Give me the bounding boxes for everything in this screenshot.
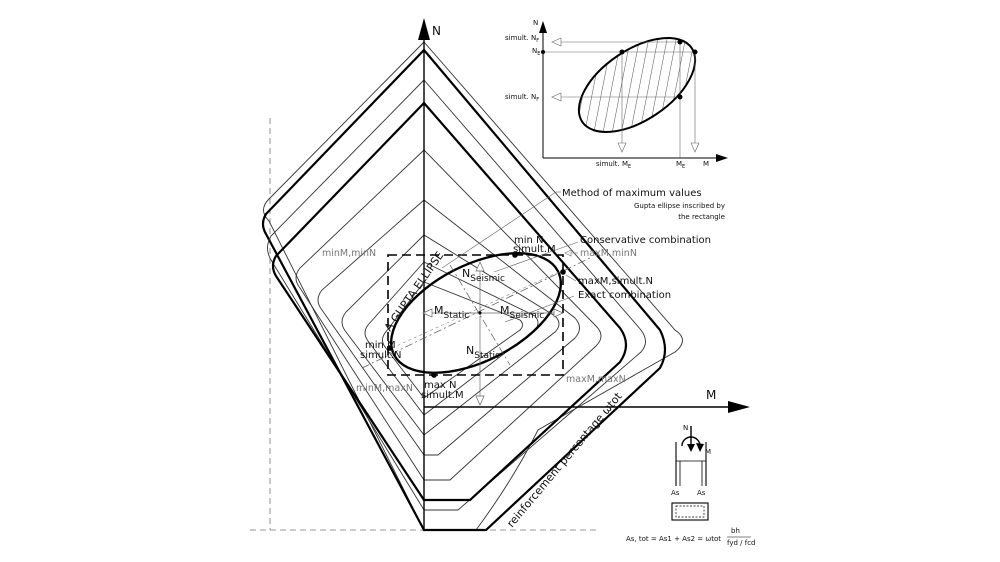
- corner-label-maxm-minn: maxM,minN: [580, 248, 637, 259]
- axial-force-arrowhead-icon: [687, 444, 695, 452]
- m-static-label: MStatic: [434, 304, 469, 321]
- min-n-simult-label: simult.M: [513, 244, 556, 255]
- section-m-label: M: [705, 448, 711, 456]
- leader-max-m: [565, 274, 577, 282]
- inset-m-arrowhead-ref: [690, 142, 700, 153]
- inset-hatched-ellipse: [577, 37, 697, 133]
- inset-nf-top-arrowhead: [551, 37, 562, 47]
- ellipse-tangent-diagonal: [391, 269, 564, 349]
- interaction-curve-6: [317, 199, 580, 456]
- n-axis-arrowhead: [418, 18, 430, 40]
- inset-simult-me-label: simult. ME: [596, 160, 631, 170]
- min-n-label: min N: [514, 235, 544, 246]
- thick-interaction-curve-outer: [261, 48, 667, 532]
- section-formula-main: As, tot = As1 + As2 = ωtot: [626, 535, 721, 543]
- section-rect: [671, 502, 709, 521]
- inset-m-arrowhead: [716, 154, 728, 162]
- inset-ne-label: NE: [532, 47, 540, 57]
- section-rect-inner: [675, 505, 705, 518]
- ellipse-axis-short: [449, 264, 511, 366]
- m-seismic-arrowhead: [553, 308, 564, 318]
- inset-point-right: [692, 49, 698, 55]
- inset-point-top: [677, 39, 683, 45]
- inset-point-lower: [677, 94, 683, 100]
- inset-simult-nf-top-label: simult. NF: [505, 34, 539, 44]
- min-m-label: min M: [365, 340, 396, 351]
- n-seismic-arrowhead: [475, 261, 485, 272]
- inset-n-arrowhead: [539, 21, 547, 33]
- section-n-label: N: [683, 424, 688, 432]
- exact-label: Exact combination: [578, 290, 671, 301]
- max-n-label: max N: [424, 380, 456, 391]
- corner-label-minm-maxn: minM,maxN: [356, 383, 413, 394]
- inset-chart: N simult. NF NE simult. NF simult. ME ME…: [505, 19, 728, 170]
- inset-nf-mid-arrowhead: [551, 92, 562, 102]
- moment-arrowhead-icon: [696, 443, 704, 452]
- m-seismic-label: MSeismic: [500, 304, 544, 321]
- outer-interaction-curve: [263, 41, 683, 531]
- leader-exact: [504, 295, 575, 323]
- max-n-simult-label: simult.M: [421, 390, 464, 401]
- n-seismic-label: NSeismic: [462, 267, 505, 284]
- m-axis-label: M: [706, 388, 716, 402]
- cross-section-detail: N M As As As, tot = As1 + As2 = ωtot bh …: [626, 424, 756, 547]
- point-max-m: [560, 269, 566, 275]
- inset-m-label: M: [703, 160, 709, 168]
- inset-me-simult-arrowhead: [617, 142, 627, 153]
- min-m-simult-label: simult.N: [360, 350, 401, 361]
- ellipse-center-point: [478, 311, 482, 315]
- corner-arrowhead-maxm-minn: [564, 249, 572, 257]
- n-static-label: NStatic: [466, 344, 500, 361]
- max-m-simult-n-label: maxM,simult.N: [578, 276, 653, 287]
- point-min-n: [512, 252, 518, 258]
- inset-n-label: N: [533, 19, 538, 27]
- method-title: Method of maximum values: [562, 188, 702, 199]
- gupta-ellipse: [389, 252, 563, 374]
- gupta-ellipse-caption: A GUPTA ELLIPSE: [382, 249, 447, 334]
- inset-simult-nf-mid-label: simult. NF: [505, 93, 539, 103]
- corner-label-maxm-maxn: maxM,maxN: [566, 374, 626, 385]
- m-axis-arrowhead: [728, 401, 750, 413]
- inset-point-left: [619, 49, 625, 55]
- conservative-label: Conservative combination: [580, 235, 711, 246]
- interaction-curve-7: [341, 234, 560, 436]
- section-formula-numerator: bh: [731, 527, 740, 535]
- section-as-right-label: As: [697, 489, 706, 497]
- max-values-rectangle: [387, 254, 564, 376]
- inset-point-axis-ne: [541, 50, 545, 54]
- inset-me-label: ME: [676, 160, 685, 170]
- leader-method: [441, 191, 557, 269]
- method-sub1: Gupta ellipse inscribed by: [634, 202, 725, 210]
- n-static-arrowhead: [475, 395, 485, 406]
- corner-label-minm-minn: minM,minN: [322, 248, 376, 259]
- point-min-m: [387, 345, 393, 351]
- thick-interaction-curve-inner: [271, 101, 628, 502]
- section-as-left-label: As: [671, 489, 680, 497]
- interaction-curve-5: [295, 149, 602, 481]
- ellipse-axis-long: [361, 257, 591, 369]
- method-sub2: the rectangle: [678, 213, 725, 221]
- m-static-arrowhead: [422, 308, 433, 318]
- section-formula-denominator: fyd / fcd: [727, 539, 756, 547]
- point-max-n: [431, 372, 437, 378]
- n-axis-label: N: [432, 24, 441, 38]
- leader-conservative: [493, 241, 579, 273]
- interaction-curve-3: [267, 79, 646, 511]
